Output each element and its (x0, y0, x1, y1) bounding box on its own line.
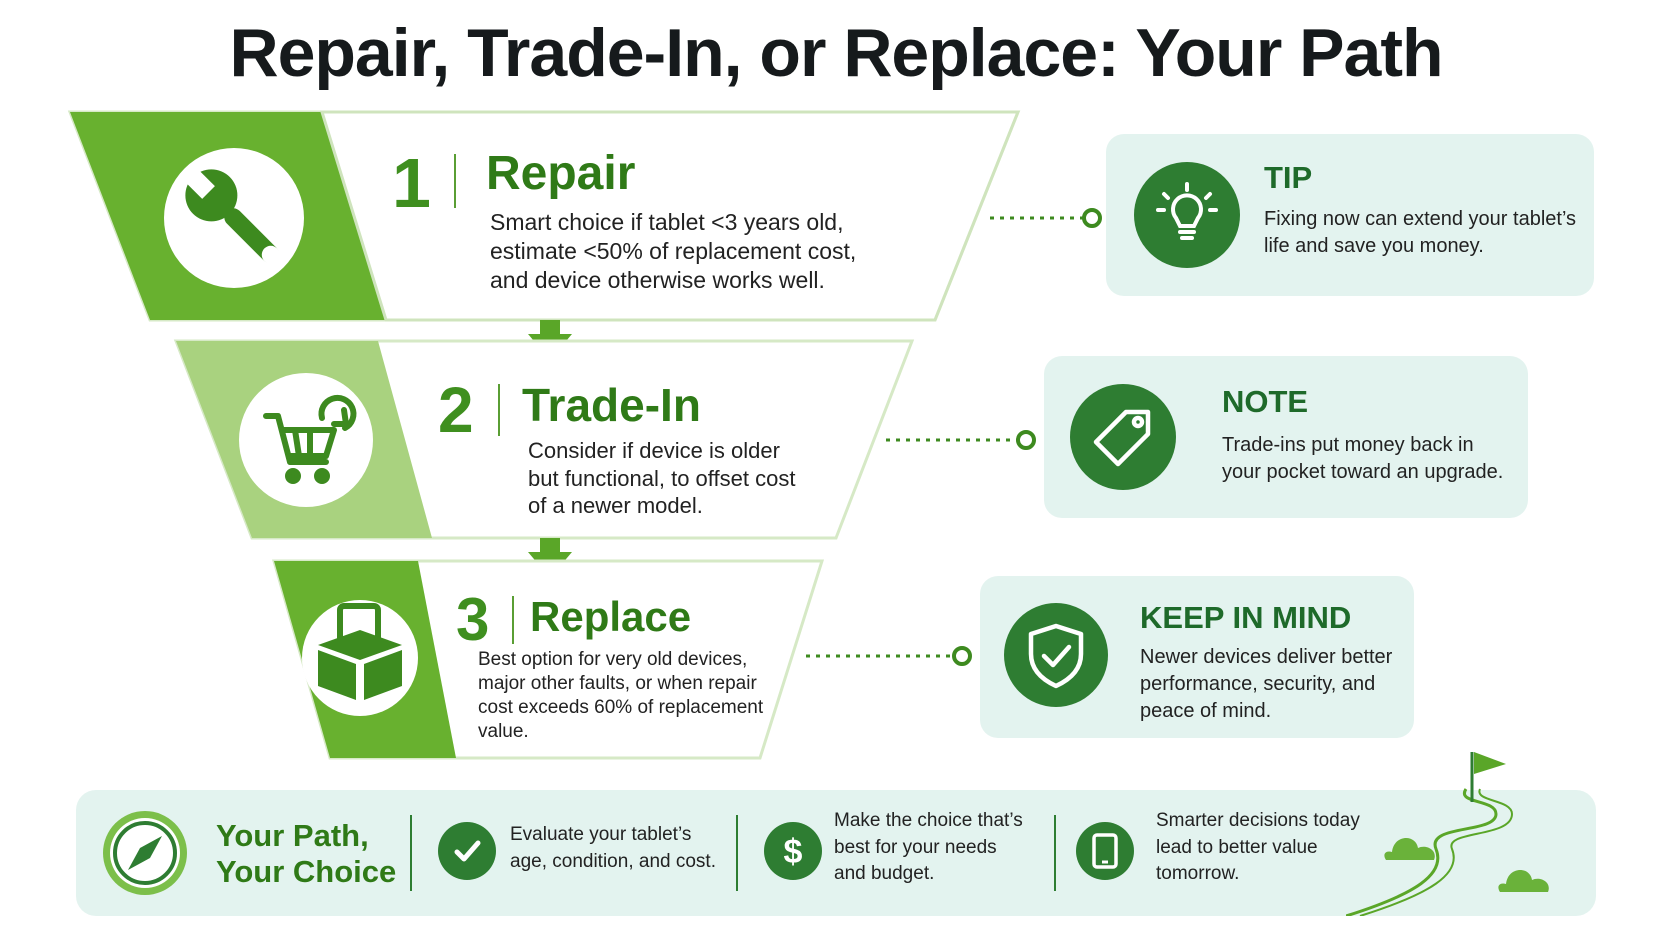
page-title: Repair, Trade-In, or Replace: Your Path (229, 15, 1443, 91)
bottom-heading: Your Path,Your Choice (216, 818, 397, 889)
bottom-summary-bar: Your Path,Your Choice Evaluate your tabl… (76, 752, 1596, 918)
price-tag-icon (1070, 384, 1176, 490)
stage-1-shape (67, 110, 1021, 322)
stage-2-separator (498, 384, 500, 436)
stage-2-title: Trade-In (522, 379, 701, 431)
connector-tip (990, 208, 1102, 228)
tablet-icon (1076, 822, 1134, 880)
stage-3-shape (272, 559, 825, 760)
stage-3-description: Best option for very old devices,major o… (478, 649, 764, 743)
wrench-icon (180, 164, 280, 264)
stage-1-description: Smart choice if tablet <3 years old,esti… (490, 209, 857, 293)
stage-3-number: 3 (456, 586, 490, 653)
lightbulb-icon (1134, 162, 1240, 268)
bottom-divider-3 (1054, 815, 1056, 891)
callout-note-heading: NOTE (1222, 384, 1309, 419)
connector-note (886, 430, 1036, 450)
cart-refresh-icon (263, 394, 357, 484)
stage-1-title: Repair (486, 147, 636, 200)
stage-2-number: 2 (438, 374, 474, 446)
stage-3-title: Replace (530, 593, 692, 640)
bottom-divider-2 (736, 815, 738, 891)
stage-2-shape (173, 339, 915, 540)
svg-text:$: $ (784, 833, 803, 871)
box-device-icon (318, 603, 402, 700)
shield-check-icon (1004, 603, 1108, 707)
callout-tip-heading: TIP (1264, 160, 1313, 195)
stage-3-separator (512, 596, 514, 644)
compass-icon (100, 808, 190, 898)
dollar-icon: $ (764, 822, 822, 880)
stage-1-separator (454, 154, 456, 208)
connector-keep-in-mind (806, 646, 972, 666)
bottom-divider-1 (410, 815, 412, 891)
checkmark-icon (438, 822, 496, 880)
stage-1-number: 1 (392, 144, 431, 222)
callout-keep-in-mind: KEEP IN MIND Newer devices deliver bette… (980, 576, 1414, 738)
winding-path-flag-illustration (1345, 744, 1594, 918)
callout-keep-in-mind-heading: KEEP IN MIND (1140, 600, 1352, 635)
